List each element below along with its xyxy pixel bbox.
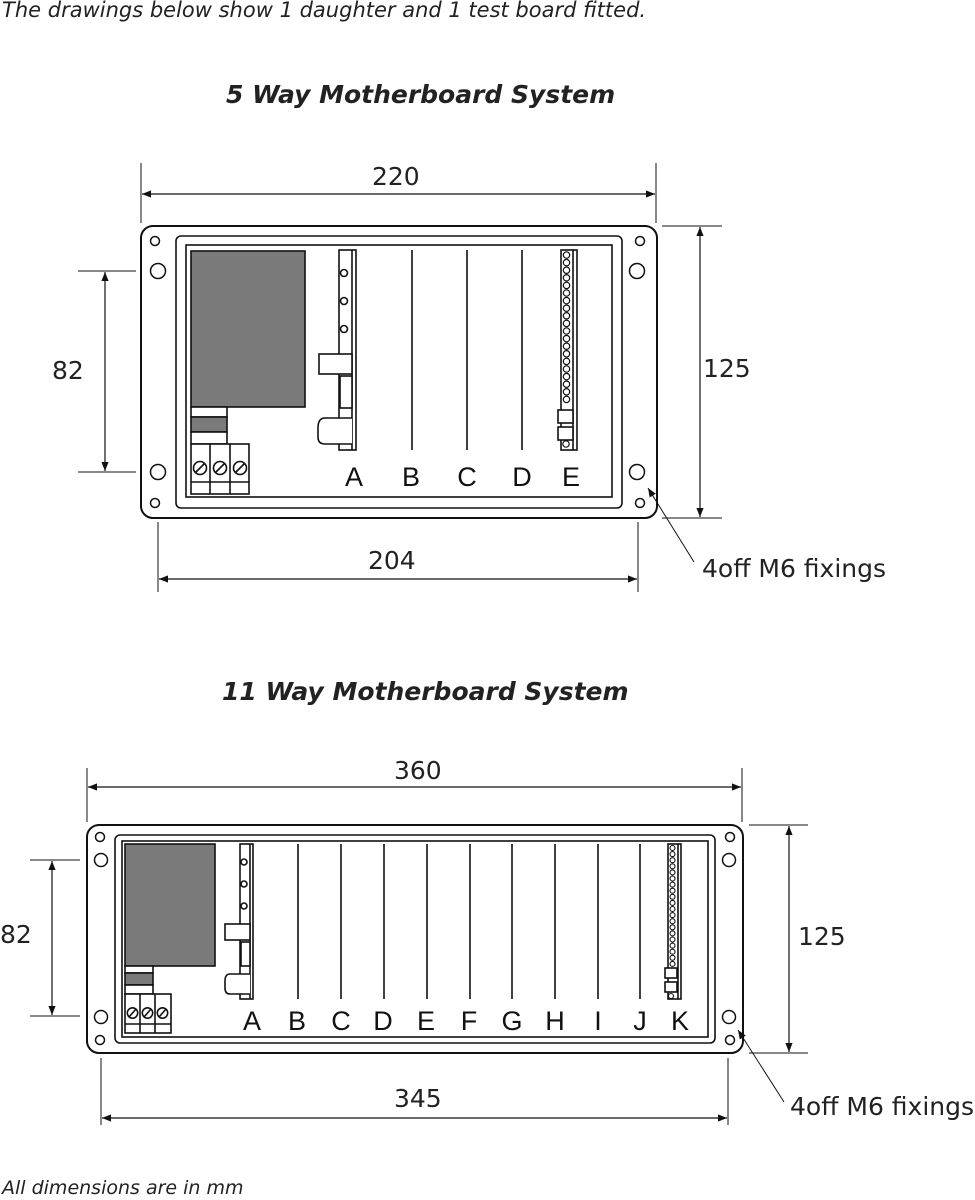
pin (669, 930, 676, 937)
pin (562, 311, 571, 320)
slot-letter-f: F (461, 1006, 478, 1036)
dim-height-outer-5: 125 (703, 354, 751, 383)
dim-width-outer-11: 360 (394, 756, 442, 785)
pin (669, 893, 676, 900)
pin (562, 380, 571, 389)
pin (562, 372, 571, 381)
slot-letter-d: D (512, 462, 532, 492)
slot-letter-e: E (562, 462, 580, 492)
slot-letter-e: E (417, 1006, 435, 1036)
pin (669, 954, 676, 961)
slot-letter-c: C (331, 1006, 351, 1036)
pin (667, 992, 675, 1000)
pin (669, 942, 676, 949)
power-supply-module (190, 250, 306, 408)
pin (669, 887, 676, 894)
fixings-leader-11 (737, 1029, 785, 1103)
pin (562, 395, 571, 404)
slot-letter-j: J (633, 1006, 647, 1036)
pin (562, 266, 571, 275)
motherboard-outline (185, 244, 613, 498)
daughter-board-a (317, 249, 357, 451)
fuse-block (124, 972, 154, 986)
dim-height-board-11: 82 (0, 920, 32, 949)
slot-letter-b: B (402, 462, 420, 492)
pin (669, 881, 676, 888)
pin (562, 296, 571, 305)
fuse-block (190, 416, 228, 433)
power-supply-module (124, 843, 216, 967)
pin (669, 863, 676, 870)
intro-text: The drawings below show 1 daughter and 1… (2, 0, 647, 22)
pin (669, 912, 676, 919)
daughter-board-a (224, 843, 254, 1000)
pin (562, 349, 571, 358)
pin (562, 327, 571, 335)
pin (669, 905, 676, 913)
pin (562, 319, 571, 328)
pin (669, 851, 676, 858)
title-5-way: 5 Way Motherboard System (226, 80, 616, 109)
slot-letter-d: D (373, 1006, 393, 1036)
slot-letter-a: A (345, 462, 363, 492)
pin (669, 869, 676, 876)
pin (669, 899, 676, 906)
pin (562, 258, 571, 267)
fixings-leader-5 (647, 487, 695, 563)
footnote-text: All dimensions are in mm (2, 1177, 244, 1199)
test-board-k (664, 843, 682, 1000)
enclosure-outline (140, 225, 658, 519)
pin (562, 342, 571, 351)
slot-letter-a: A (243, 1006, 261, 1036)
pin (562, 334, 571, 343)
enclosure-lid-recess (175, 235, 623, 509)
dim-height-board-5: 82 (52, 356, 84, 385)
pin (562, 289, 571, 297)
pin (669, 875, 676, 882)
fixings-label-5: 4off M6 fixings (702, 554, 887, 583)
dim-width-outer-5: 220 (372, 162, 420, 191)
fixing-holes (93, 831, 737, 1046)
pin (562, 387, 571, 396)
enclosure-outline (86, 824, 744, 1054)
dim-height-outer-11: 125 (798, 922, 846, 951)
slot-letter-h: H (545, 1006, 565, 1036)
terminal-block (190, 443, 250, 495)
slot-letter-k: K (671, 1006, 689, 1036)
pin (562, 273, 571, 282)
pin (562, 304, 571, 313)
fixings-label-11: 4off M6 fixings (790, 1092, 975, 1121)
terminal-block (124, 993, 172, 1034)
slot-letter-c: C (457, 462, 477, 492)
pin (669, 918, 676, 925)
pin (669, 960, 676, 967)
pin (669, 948, 676, 955)
title-11-way: 11 Way Motherboard System (222, 677, 629, 706)
pin (562, 357, 571, 366)
pin (669, 924, 676, 931)
slot-letter-i: I (594, 1006, 602, 1036)
dim-width-fixings-11: 345 (394, 1084, 442, 1113)
empty-slots-11 (297, 844, 641, 999)
pin (562, 365, 571, 373)
pin (669, 844, 676, 852)
motherboard-outline (121, 840, 709, 1038)
pin (562, 281, 571, 290)
slot-letter-b: B (288, 1006, 306, 1036)
test-board-e (557, 249, 578, 451)
pin (669, 936, 676, 943)
slot-letter-g: G (501, 1006, 522, 1036)
pin (669, 857, 676, 864)
enclosure-lid-recess (114, 834, 716, 1044)
fixing-holes (149, 235, 646, 509)
dim-width-fixings-5: 204 (368, 546, 416, 575)
pin (562, 251, 571, 259)
